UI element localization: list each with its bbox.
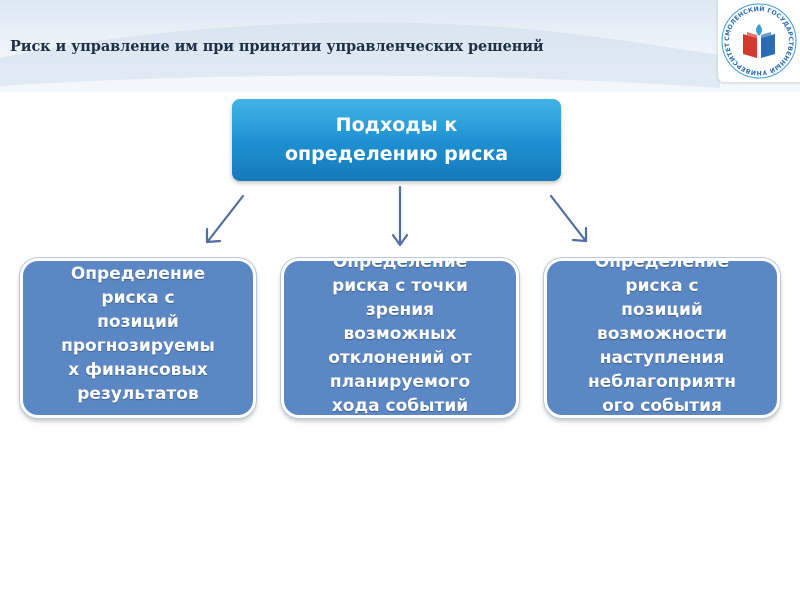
approach-box-financial-results: Определение риска с позиций прогнозируем… — [20, 258, 256, 418]
page-title: Риск и управление им при принятии управл… — [10, 38, 544, 55]
approach-text-adverse-event: Определение риска с позиций возможности … — [588, 258, 736, 416]
university-logo: СМОЛЕНСКИЙ ГОСУДАРСТВЕННЫЙ УНИВЕРСИТЕТ — [718, 0, 800, 82]
approach-text-deviations: Определение риска с точки зрения возможн… — [328, 258, 472, 416]
approach-box-adverse-event: Определение риска с позиций возможности … — [544, 258, 780, 418]
main-concept-box: Подходы к определению риска — [232, 99, 561, 181]
approach-box-deviations: Определение риска с точки зрения возможн… — [281, 258, 519, 418]
main-concept-text: Подходы к определению риска — [284, 114, 509, 165]
approach-text-financial-results: Определение риска с позиций прогнозируем… — [61, 264, 215, 404]
